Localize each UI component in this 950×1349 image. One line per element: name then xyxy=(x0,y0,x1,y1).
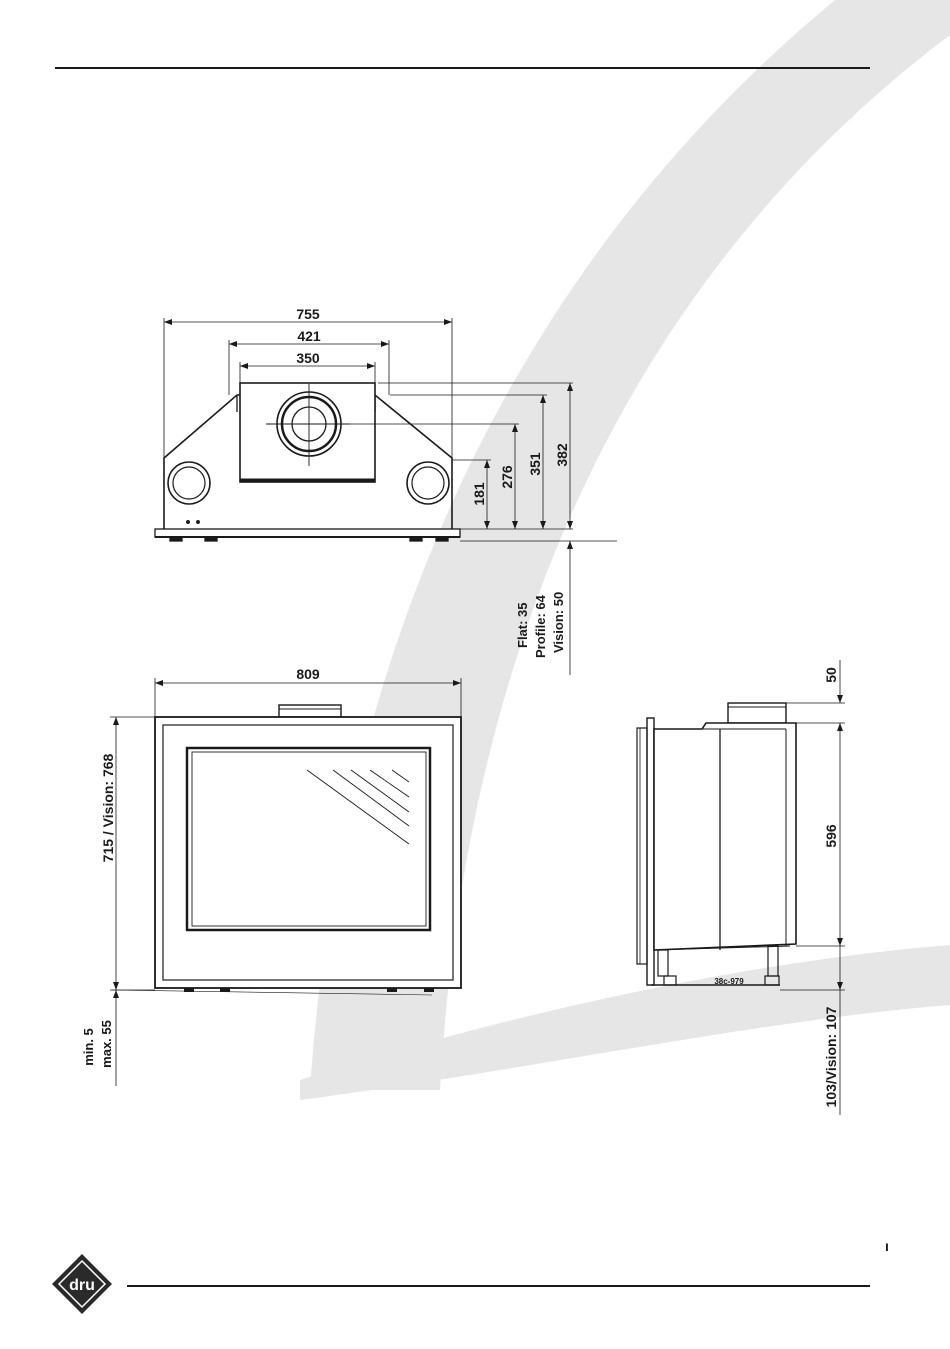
dim-50-label: 50 xyxy=(823,667,839,683)
offset-vision-label: Vision: 50 xyxy=(551,592,566,653)
gap-max-label: max. 55 xyxy=(99,1020,114,1068)
dim-276-label: 276 xyxy=(499,465,515,489)
dim-809-label: 809 xyxy=(296,666,320,682)
page-mark: ı xyxy=(885,1238,889,1254)
dim-421-label: 421 xyxy=(297,328,321,344)
side-view xyxy=(637,703,796,985)
logo-text: dru xyxy=(69,1277,95,1294)
drawing-code: 38c-979 xyxy=(714,977,744,986)
dim-181-label: 181 xyxy=(471,482,487,506)
dim-715-label: 715 / Vision: 768 xyxy=(100,753,116,862)
offset-profile-label: Profile: 64 xyxy=(533,594,548,658)
dim-350-label: 350 xyxy=(296,350,320,366)
gap-min-label: min. 5 xyxy=(81,1028,96,1066)
dim-755-label: 755 xyxy=(296,306,320,322)
front-view xyxy=(155,705,461,992)
dim-103-label: 103/Vision: 107 xyxy=(823,1006,839,1107)
dim-351-label: 351 xyxy=(527,452,543,476)
dru-logo-icon: dru xyxy=(52,1254,112,1314)
offset-flat-label: Flat: 35 xyxy=(515,602,530,648)
dim-382-label: 382 xyxy=(554,443,570,467)
top-view xyxy=(155,383,460,541)
dim-596-label: 596 xyxy=(823,824,839,848)
